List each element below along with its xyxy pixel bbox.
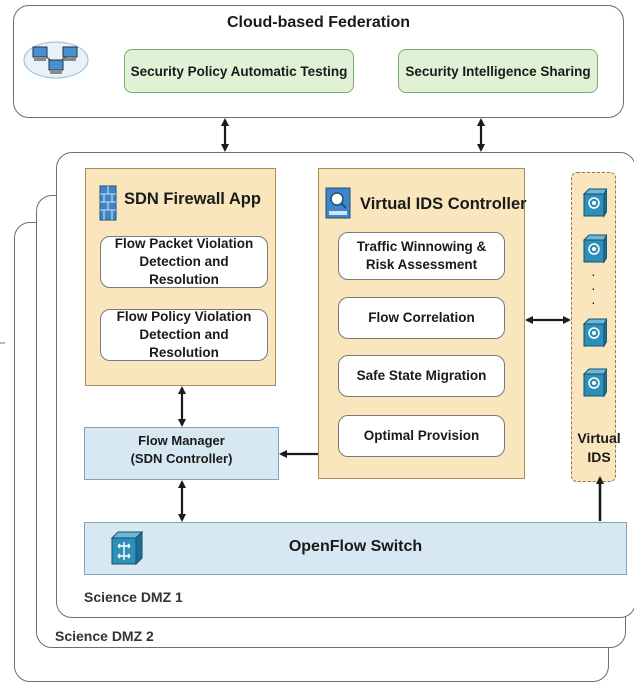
security-policy-testing-box: Security Policy Automatic Testing xyxy=(124,49,354,93)
ids-sensor-icon xyxy=(582,368,607,398)
flow-policy-violation-box: Flow Policy Violation Detection and Reso… xyxy=(100,309,268,361)
flow-manager-subtitle: (SDN Controller) xyxy=(130,451,233,466)
ids-sensor-icon xyxy=(582,318,607,348)
ids-sensor-icon xyxy=(582,234,607,264)
flow-packet-violation-box: Flow Packet Violation Detection and Reso… xyxy=(100,236,268,288)
virtual-ids-controller-title: Virtual IDS Controller xyxy=(360,195,527,213)
virtual-ids-label-line1: Virtual xyxy=(577,430,621,446)
ids-ellipsis-dot: · xyxy=(591,280,596,296)
ids-ellipsis-dot: · xyxy=(591,266,596,282)
virtual-ids-label-line2: IDS xyxy=(587,449,611,465)
science-dmz-1-label: Science DMZ 1 xyxy=(84,589,183,605)
switch-icon xyxy=(110,530,144,566)
ids-controller-icon xyxy=(325,187,351,219)
openflow-switch-label: OpenFlow Switch xyxy=(288,538,423,555)
openflow-switch-box xyxy=(84,522,627,575)
flow-manager-box xyxy=(84,427,279,480)
optimal-provision-box: Optimal Provision xyxy=(338,415,505,457)
safe-state-migration-box: Safe State Migration xyxy=(338,355,505,397)
ids-ellipsis-dot: · xyxy=(591,294,596,310)
security-intelligence-sharing-box: Security Intelligence Sharing xyxy=(398,49,598,93)
firewall-icon xyxy=(99,185,117,221)
flow-correlation-box: Flow Correlation xyxy=(338,297,505,339)
ids-sensor-icon xyxy=(582,188,607,218)
traffic-winnowing-box: Traffic Winnowing & Risk Assessment xyxy=(338,232,505,280)
sdn-firewall-app-title: SDN Firewall App xyxy=(124,190,261,208)
network-computers-icon xyxy=(23,41,89,79)
cloud-federation-title: Cloud-based Federation xyxy=(226,14,411,31)
science-dmz-2-label: Science DMZ 2 xyxy=(55,628,154,644)
flow-manager-title: Flow Manager xyxy=(138,433,225,448)
